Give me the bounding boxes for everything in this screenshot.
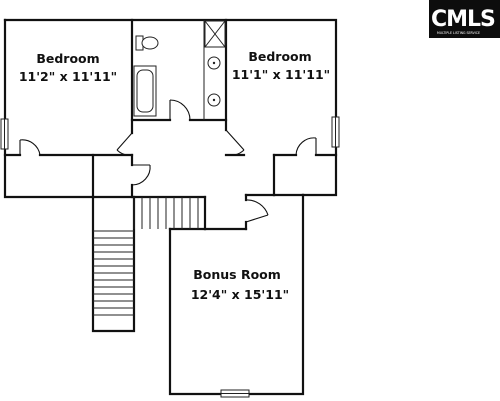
logo-text: CMLS [431, 7, 495, 32]
room-label-bedroom-right: Bedroom 11'1" x 11'11" [232, 49, 330, 82]
linen-closet-icon [204, 20, 226, 48]
window-icon [0, 118, 9, 150]
cmls-logo: CMLS MULTIPLE LISTING SERVICE [429, 0, 500, 38]
window-icon [331, 116, 340, 148]
toilet-icon [135, 35, 159, 51]
door-swing-icon [169, 99, 191, 121]
room-dimensions: 12'4" x 15'11" [191, 287, 289, 302]
room-name: Bedroom [36, 51, 99, 66]
door-swing-icon [295, 137, 317, 156]
door-swing-icon [19, 139, 41, 156]
logo-tagline: MULTIPLE LISTING SERVICE [437, 31, 480, 35]
door-swing-icon [245, 199, 269, 223]
room-name: Bonus Room [193, 267, 281, 282]
window-icon [220, 389, 250, 398]
room-dimensions: 11'2" x 11'11" [19, 69, 117, 84]
room-dimensions: 11'1" x 11'11" [232, 67, 330, 82]
door-swing-icon [116, 132, 133, 156]
sink-icon [207, 93, 221, 107]
door-swing-icon [131, 164, 151, 186]
sink-icon [207, 56, 221, 70]
bathtub-icon [133, 65, 157, 117]
room-label-bedroom-left: Bedroom 11'2" x 11'11" [19, 51, 117, 84]
staircase-landing [133, 197, 199, 229]
door-swing-icon [225, 129, 245, 156]
room-label-bonus-room: Bonus Room 12'4" x 15'11" [191, 267, 289, 302]
staircase-down [93, 230, 134, 316]
room-name: Bedroom [248, 49, 311, 64]
